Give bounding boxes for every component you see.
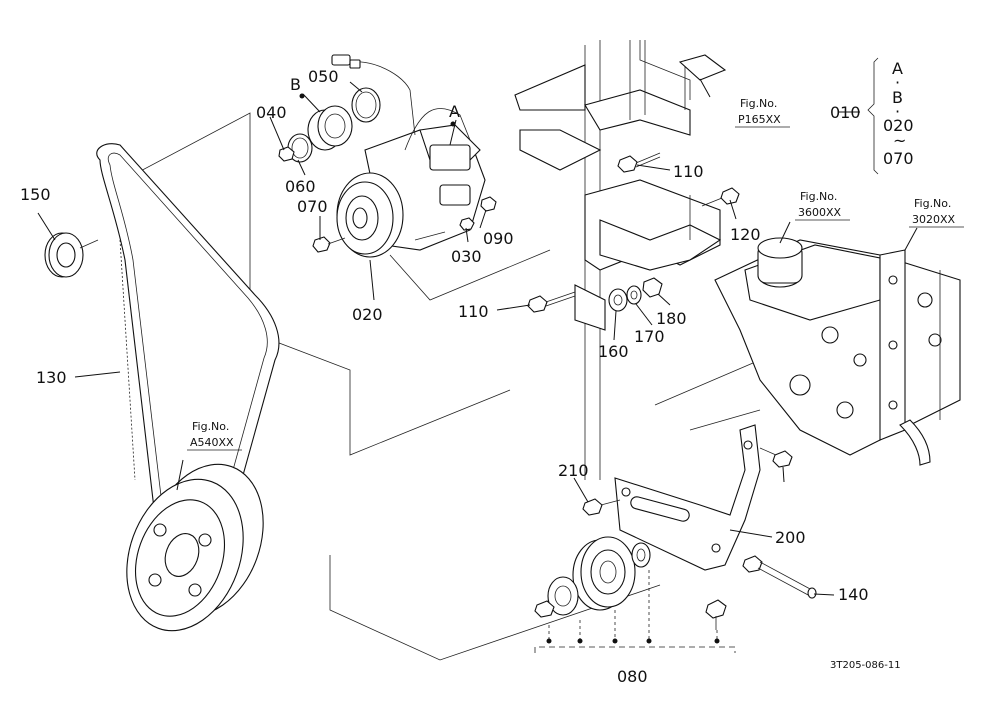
fig-ref-a540[interactable]: Fig.No. A540XX [187, 420, 242, 451]
group-010-from: 020 [883, 116, 914, 135]
pulley-washer[interactable] [631, 542, 651, 568]
group-010-dot1: · [895, 73, 900, 92]
part-label-130[interactable]: 130 [36, 368, 67, 387]
marker-a: A [449, 102, 460, 121]
compressor-wire-harness [331, 54, 416, 136]
group-080-bracket [534, 570, 736, 653]
group-010-contents: A · B · 020 ~ 070 [883, 59, 914, 168]
assembly-markers: A B [290, 75, 460, 127]
bolt-110-lower[interactable] [527, 291, 576, 313]
fig-ref-p165-title: Fig.No. [740, 97, 777, 110]
clutch-hub-B[interactable] [307, 105, 353, 151]
tension-bracket[interactable] [614, 424, 761, 571]
part-label-010[interactable]: 010 [830, 103, 861, 122]
part-label-040[interactable]: 040 [256, 103, 287, 122]
part-label-120[interactable]: 120 [730, 225, 761, 244]
group-010-tilde: ~ [893, 131, 906, 150]
fig-ref-p165[interactable]: Fig.No. P165XX [735, 97, 790, 128]
part-label-110-upper[interactable]: 110 [673, 162, 704, 181]
compressor-mounting-bracket[interactable] [514, 40, 727, 331]
washer-170[interactable] [626, 285, 642, 305]
part-label-140[interactable]: 140 [838, 585, 869, 604]
marker-b: B [290, 75, 301, 94]
bolt-120[interactable] [701, 187, 740, 207]
part-label-020[interactable]: 020 [352, 305, 383, 324]
fig-ref-p165-code: P165XX [738, 113, 781, 126]
pulley-nut[interactable] [534, 600, 555, 618]
fig-ref-3020-code: 3020XX [912, 213, 956, 226]
part-label-050[interactable]: 050 [308, 67, 339, 86]
part-label-180[interactable]: 180 [656, 309, 687, 328]
idler-pulley[interactable] [44, 232, 99, 278]
bolt-200[interactable] [582, 498, 621, 516]
nut-040[interactable] [278, 146, 295, 162]
nut-090[interactable] [480, 196, 497, 212]
tension-pulley[interactable] [572, 536, 636, 611]
engine-cylinder-head [714, 237, 961, 466]
pulley-spacer[interactable] [547, 576, 579, 616]
group-010-a: A [892, 59, 903, 78]
fig-ref-3600[interactable]: Fig.No. 3600XX [795, 190, 850, 221]
leader-lines [37, 78, 918, 596]
fig-ref-a540-code: A540XX [190, 436, 234, 449]
bolt-140[interactable] [742, 555, 817, 599]
part-label-110-lower[interactable]: 110 [458, 302, 489, 321]
washer-160[interactable] [608, 288, 628, 312]
crankshaft-pulley [126, 463, 264, 632]
part-label-030[interactable]: 030 [451, 247, 482, 266]
part-label-080[interactable]: 080 [617, 667, 648, 686]
fig-ref-3020[interactable]: Fig.No. 3020XX [909, 197, 964, 228]
part-label-070[interactable]: 070 [297, 197, 328, 216]
part-label-160[interactable]: 160 [598, 342, 629, 361]
nut-180[interactable] [642, 277, 663, 298]
drawing-code: 3T205-086-11 [830, 660, 901, 671]
pulley-bolt[interactable] [705, 599, 727, 630]
air-conditioner-compressor[interactable] [336, 107, 486, 258]
fig-ref-a540-title: Fig.No. [192, 420, 229, 433]
bolt-210[interactable] [759, 447, 793, 468]
group-010-bracket [867, 57, 879, 175]
bolt-110-upper[interactable] [617, 152, 661, 173]
fig-ref-3600-code: 3600XX [798, 206, 842, 219]
fig-ref-3020-title: Fig.No. [914, 197, 951, 210]
snap-ring-050[interactable] [351, 87, 381, 123]
group-010-dot2: · [895, 102, 900, 121]
part-label-150[interactable]: 150 [20, 185, 51, 204]
part-label-170[interactable]: 170 [634, 327, 665, 346]
fig-ref-3600-title: Fig.No. [800, 190, 837, 203]
bolt-070[interactable] [312, 236, 346, 253]
group-010-to: 070 [883, 149, 914, 168]
bolt-030[interactable] [459, 217, 475, 231]
part-label-200[interactable]: 210 [558, 461, 589, 480]
part-label-090[interactable]: 090 [483, 229, 514, 248]
part-label-060[interactable]: 060 [285, 177, 316, 196]
part-label-190[interactable]: 200 [775, 528, 806, 547]
group-010-b: B [892, 88, 903, 107]
part-labels: 150 130 040 050 060 070 020 090 030 110 … [20, 67, 869, 686]
